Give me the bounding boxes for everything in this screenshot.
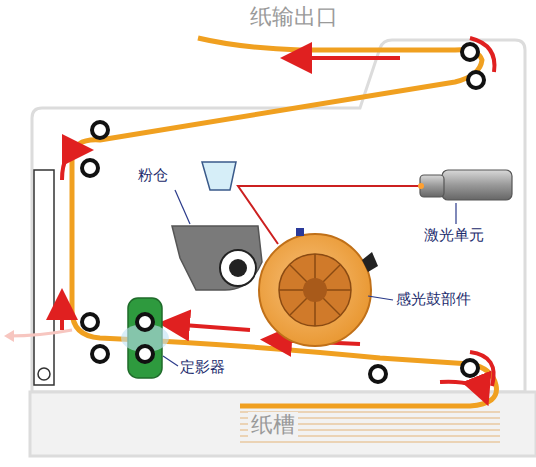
part-label: 定影器	[180, 358, 225, 376]
flow-arrows	[62, 38, 495, 395]
laser-unit	[442, 170, 512, 200]
rollers	[82, 44, 484, 382]
leader-lines	[163, 190, 456, 366]
drum-spokes	[279, 254, 351, 326]
toner-hopper	[172, 226, 262, 290]
cleaning-blade	[362, 252, 378, 272]
charge-roller	[296, 228, 304, 236]
drum	[259, 234, 371, 346]
part-label: 激光单元	[424, 226, 484, 244]
developer-roller-core	[229, 259, 247, 277]
paper-tray	[30, 392, 536, 456]
fuser-roller	[137, 314, 153, 330]
output-label: 纸输出口	[250, 4, 338, 30]
mirror	[202, 162, 236, 190]
part-label: 感光鼓部件	[396, 290, 471, 308]
tray-label: 纸槽	[248, 412, 298, 438]
exit-arrow-head	[4, 330, 14, 342]
exit-arrow	[8, 330, 72, 336]
drum-inner	[279, 254, 351, 326]
side-door	[34, 170, 54, 385]
part-label: 粉仓	[138, 166, 168, 184]
paper-stack	[240, 412, 500, 442]
fuser-roller	[137, 346, 153, 362]
door-hinge	[38, 368, 50, 380]
laser-emitter	[418, 183, 424, 189]
developer-roller	[220, 250, 256, 286]
drum-hub	[303, 278, 327, 302]
paper-path	[72, 38, 496, 406]
